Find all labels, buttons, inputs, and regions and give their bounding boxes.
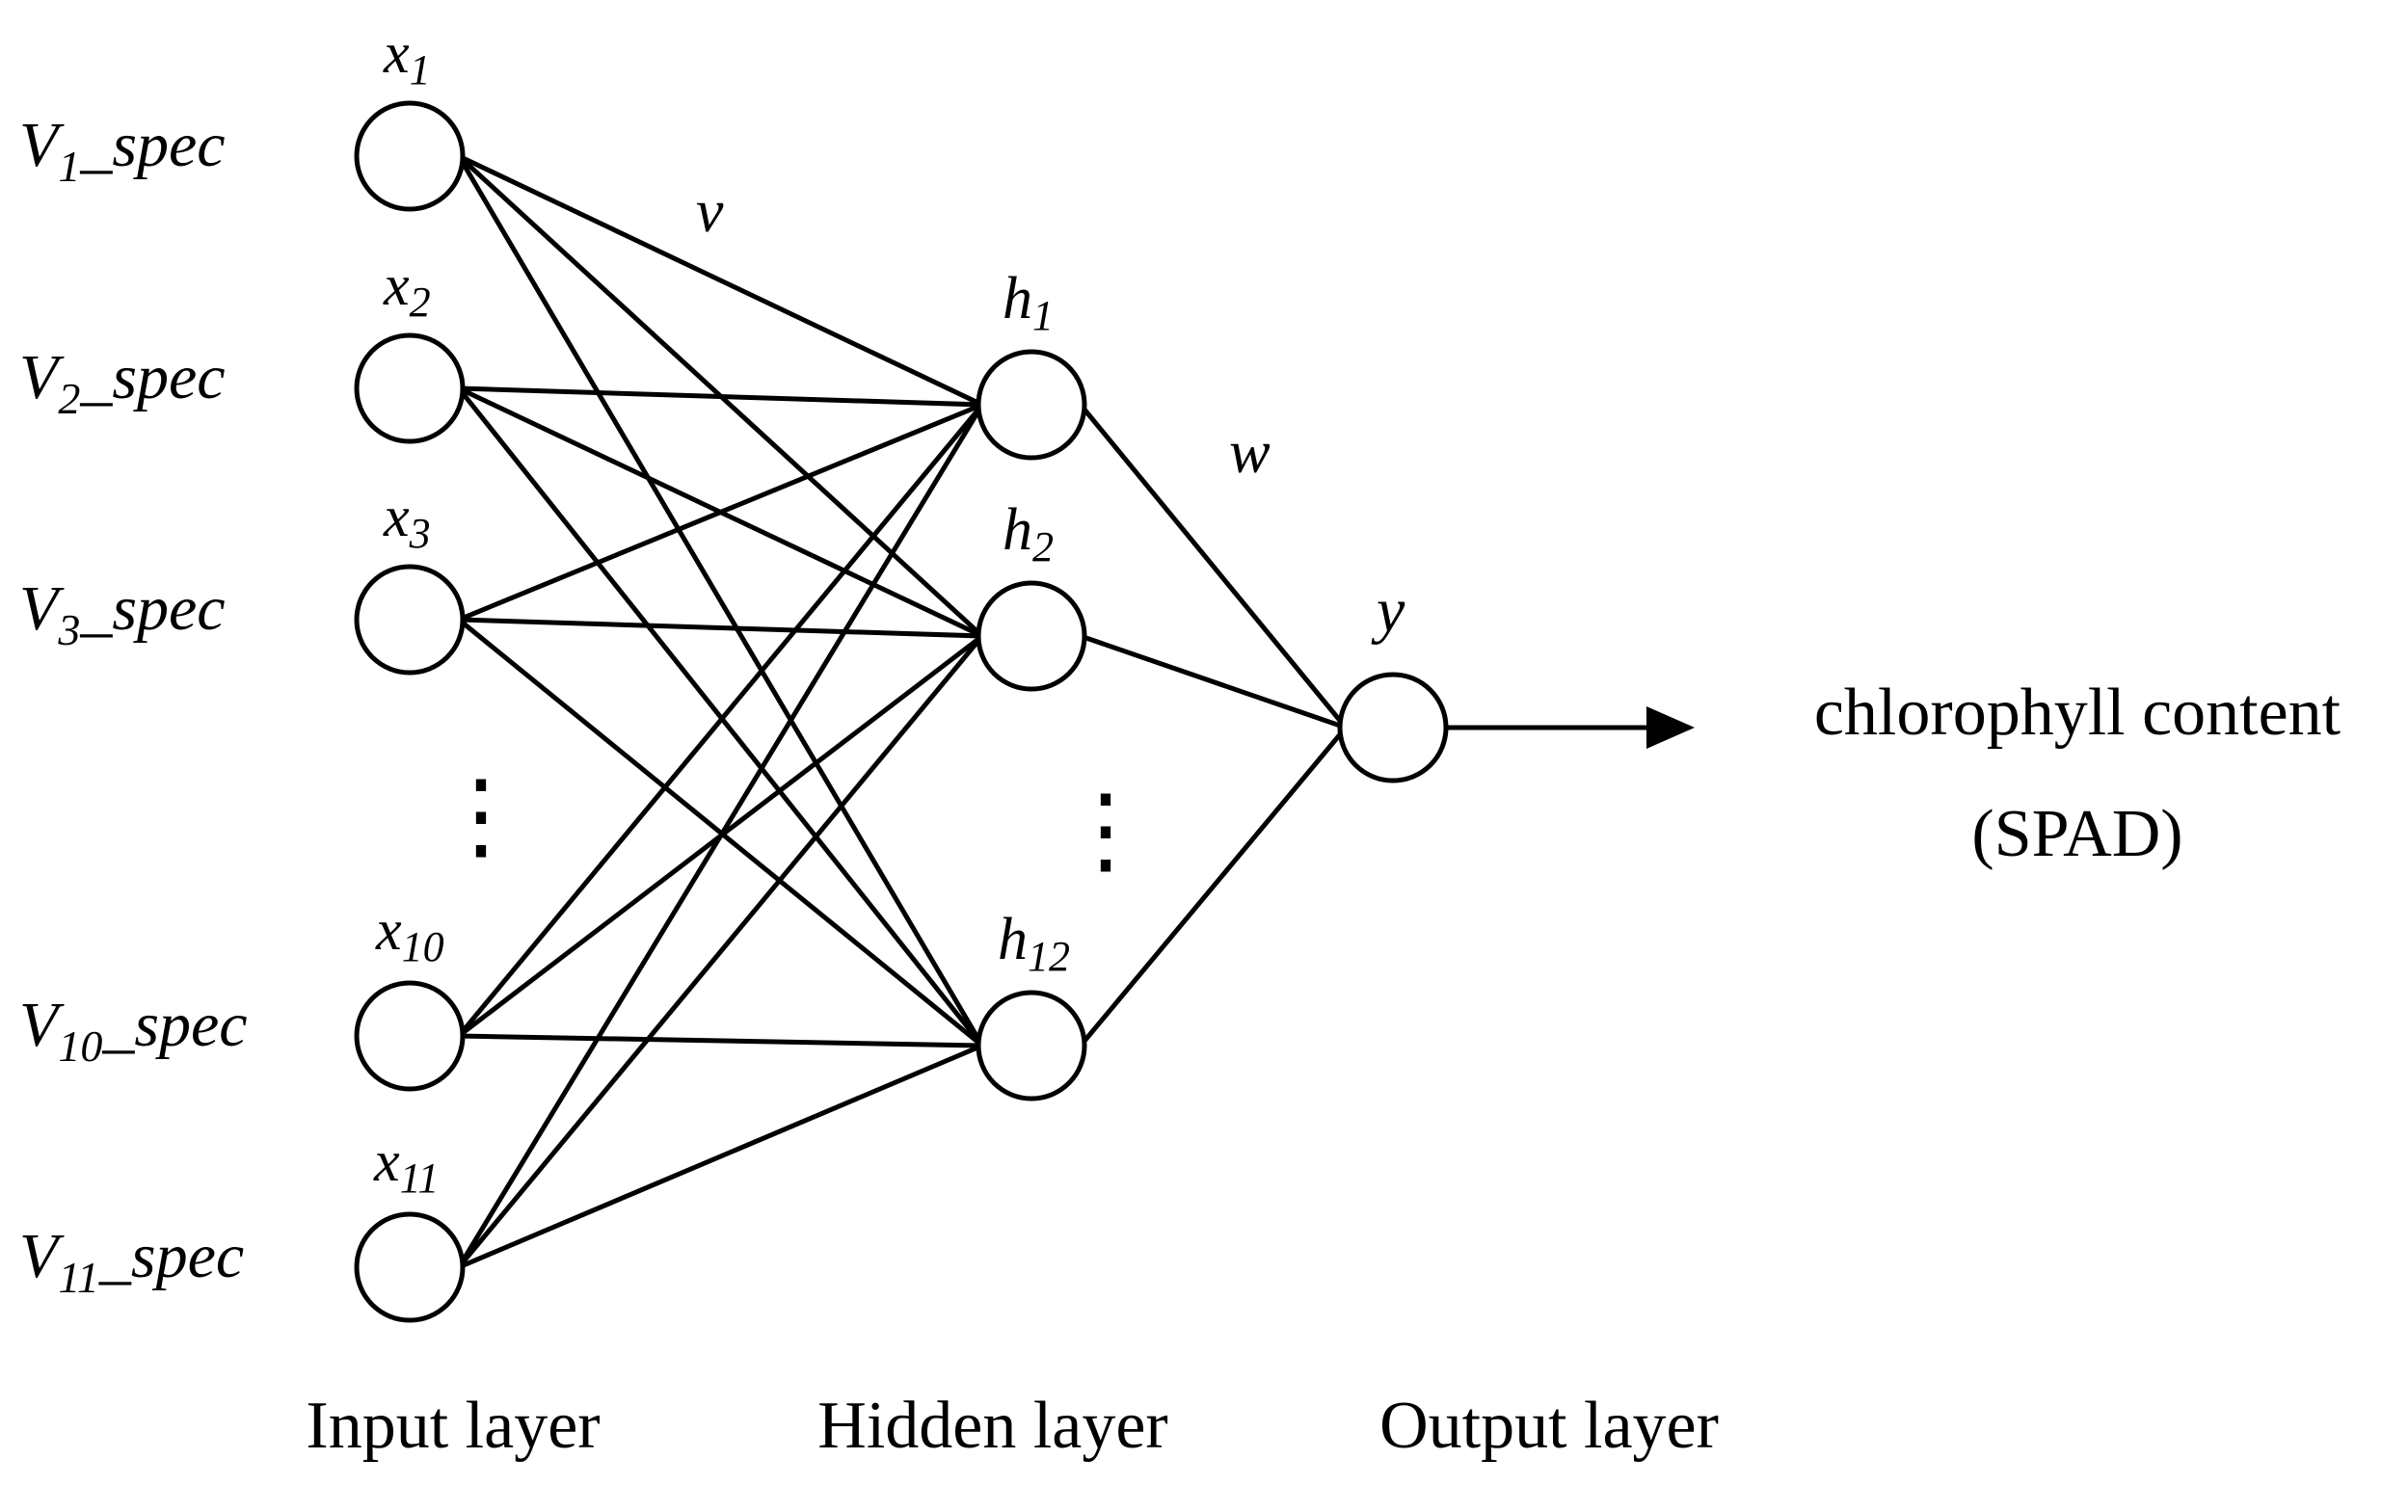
edge-hidden-2-output bbox=[1079, 726, 1348, 1048]
input-layer-title: Input layer bbox=[306, 1389, 600, 1463]
node-var: h bbox=[1003, 497, 1032, 563]
svg-text:V10_spec: V10_spec bbox=[19, 990, 248, 1071]
node-var: x bbox=[383, 253, 410, 317]
output-layer-title: Output layer bbox=[1379, 1389, 1719, 1463]
node-var: h bbox=[998, 907, 1028, 972]
output-label-line1: chlorophyll content bbox=[1814, 676, 2341, 750]
edge-input-2-hidden-1 bbox=[458, 617, 983, 639]
edge-input-4-hidden-0 bbox=[456, 403, 985, 1269]
edge-input-4-hidden-2 bbox=[458, 1043, 983, 1270]
edge-input-3-hidden-2 bbox=[458, 1033, 983, 1048]
output-node: y bbox=[1337, 575, 1449, 783]
edge-hidden-1-output bbox=[1080, 633, 1347, 730]
hidden-node-2: h2 bbox=[976, 497, 1087, 692]
svg-text:h12: h12 bbox=[998, 907, 1070, 980]
svg-text:V11_spec: V11_spec bbox=[19, 1221, 244, 1302]
node-sub: 1 bbox=[1032, 292, 1054, 339]
edge-input-0-hidden-2 bbox=[456, 154, 985, 1048]
hidden-node-12: h12 bbox=[976, 907, 1087, 1101]
weight-label-w: w bbox=[1229, 417, 1271, 486]
edge-input-3-hidden-0 bbox=[457, 403, 984, 1038]
hidden-layer-title: Hidden layer bbox=[817, 1389, 1167, 1463]
svg-text:h1: h1 bbox=[1003, 266, 1054, 339]
svg-text:x10: x10 bbox=[375, 898, 444, 970]
output-node-var: y bbox=[1371, 575, 1405, 646]
svg-text:V2_spec: V2_spec bbox=[19, 342, 226, 423]
node-sub: 2 bbox=[1032, 523, 1054, 570]
input-label-base: V bbox=[19, 110, 65, 180]
input-ellipsis: ⋮ bbox=[433, 762, 529, 869]
edge-input-1-hidden-0 bbox=[458, 385, 983, 408]
node-var: x bbox=[373, 1129, 400, 1193]
input-label-tail: _spec bbox=[79, 573, 225, 644]
hidden-ellipsis: ⋮ bbox=[1057, 777, 1154, 884]
output-arrow bbox=[1446, 706, 1695, 749]
svg-text:x11: x11 bbox=[373, 1129, 439, 1202]
input-label-tail: _spec bbox=[79, 110, 225, 180]
input-node-1: x1 V1_spec bbox=[19, 21, 466, 212]
hidden-output-connections bbox=[1079, 403, 1348, 1048]
input-label-sub: 2 bbox=[58, 374, 80, 423]
input-label-base: V bbox=[19, 342, 65, 412]
input-label-base: V bbox=[19, 990, 65, 1060]
svg-text:x2: x2 bbox=[383, 253, 431, 326]
input-hidden-connections bbox=[456, 153, 985, 1270]
edge-hidden-0-output bbox=[1079, 403, 1348, 729]
input-label-sub: 1 bbox=[58, 142, 80, 191]
svg-text:x3: x3 bbox=[383, 485, 431, 557]
input-label-sub: 3 bbox=[57, 605, 80, 654]
node-var: x bbox=[383, 485, 410, 548]
weight-label-v: v bbox=[696, 176, 724, 245]
input-node-2: x2 V2_spec bbox=[19, 253, 466, 444]
svg-text:V1_spec: V1_spec bbox=[19, 110, 226, 191]
input-node-10: x10 V10_spec bbox=[19, 898, 466, 1092]
svg-text:x1: x1 bbox=[383, 21, 431, 93]
input-label-tail: _spec bbox=[98, 1221, 244, 1291]
input-label-sub: 10 bbox=[58, 1021, 102, 1071]
input-label-tail: _spec bbox=[79, 342, 225, 412]
node-var: x bbox=[375, 898, 402, 962]
input-label-base: V bbox=[19, 573, 65, 644]
input-label-tail: _spec bbox=[101, 990, 247, 1060]
node-sub: 2 bbox=[410, 279, 431, 326]
node-sub: 1 bbox=[410, 46, 431, 93]
edge-input-2-hidden-0 bbox=[458, 402, 983, 623]
input-label-sub: 11 bbox=[58, 1253, 99, 1302]
node-sub: 12 bbox=[1028, 933, 1070, 980]
node-var: h bbox=[1003, 266, 1032, 332]
hidden-node-1: h1 bbox=[976, 266, 1087, 461]
edge-input-4-hidden-1 bbox=[457, 634, 984, 1269]
input-label-base: V bbox=[19, 1221, 65, 1291]
input-node-3: x3 V3_spec bbox=[19, 485, 466, 676]
node-var: x bbox=[383, 21, 410, 85]
node-sub: 3 bbox=[409, 510, 431, 557]
node-sub: 10 bbox=[402, 923, 444, 970]
svg-text:h2: h2 bbox=[1003, 497, 1054, 570]
svg-text:V3_spec: V3_spec bbox=[19, 573, 226, 654]
output-label-line2: (SPAD) bbox=[1971, 797, 2182, 871]
input-node-11: x11 V11_spec bbox=[19, 1129, 466, 1323]
edge-input-0-hidden-0 bbox=[457, 153, 984, 408]
node-sub: 11 bbox=[400, 1154, 440, 1202]
